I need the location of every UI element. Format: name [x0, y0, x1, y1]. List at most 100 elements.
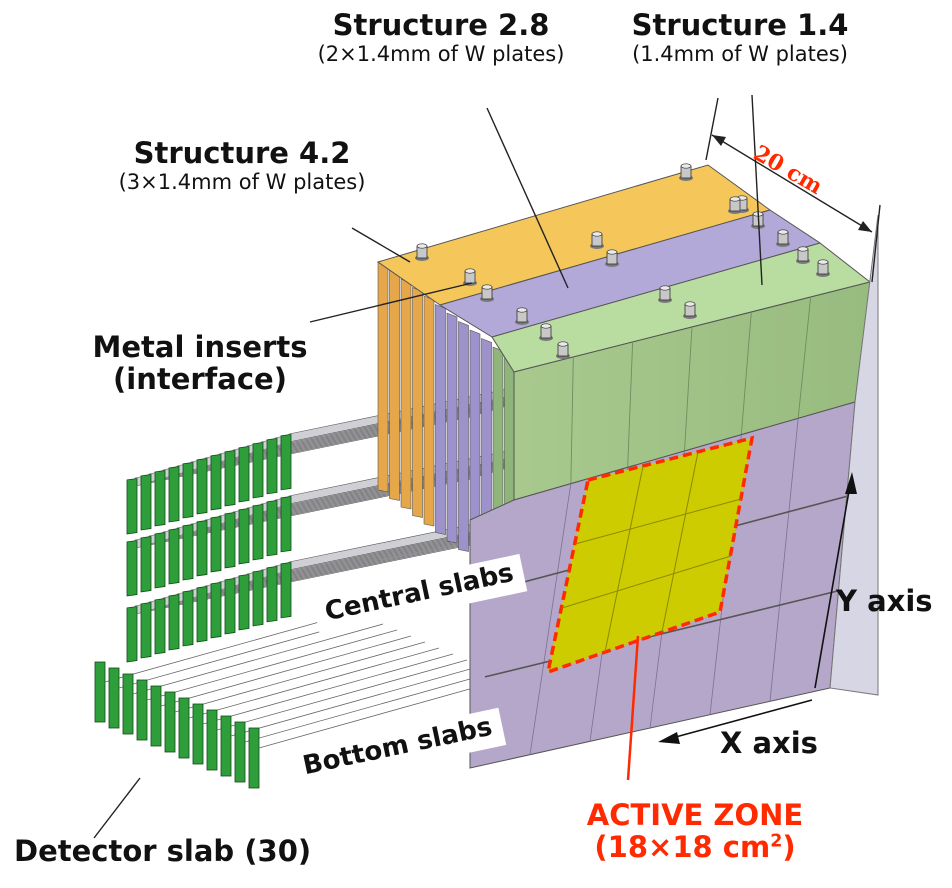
pcb-green	[108, 667, 120, 729]
metal-inserts-line2: (interface)	[113, 361, 287, 396]
pcb-green	[234, 721, 246, 783]
pcb-green	[280, 495, 292, 553]
metal-inserts-label: Metal inserts (interface)	[80, 330, 320, 396]
grid-line	[797, 296, 812, 419]
bolt-top	[606, 249, 618, 255]
pcb-green	[266, 565, 278, 623]
slab-edge	[202, 653, 454, 725]
side-plate	[458, 321, 469, 552]
side-plate	[446, 312, 458, 544]
active-zone	[545, 435, 755, 675]
slab-edge	[216, 659, 468, 731]
bolt-top	[777, 229, 789, 235]
pcb-green	[140, 602, 152, 659]
pcb-green	[164, 691, 176, 753]
pcb-green	[168, 594, 180, 651]
pcb-green	[238, 446, 250, 503]
bolt-top	[516, 307, 528, 313]
grid-line	[769, 418, 799, 702]
pcb-green	[178, 697, 190, 759]
pcb-green	[154, 470, 166, 527]
structure-4-2-subtitle: (3×1.4mm of W plates)	[118, 169, 366, 194]
pcb-green	[136, 679, 148, 741]
pcb-green	[154, 598, 166, 655]
pcb-green	[196, 586, 208, 643]
pcb-green	[196, 520, 208, 577]
side-plate	[377, 261, 389, 493]
y-axis-label: Y axis	[836, 584, 933, 618]
pcb-green	[192, 703, 204, 765]
side-plate	[389, 270, 400, 501]
slab-edge	[132, 623, 384, 695]
pcb-green	[126, 478, 138, 535]
side-plate	[435, 304, 446, 535]
pcb-green	[252, 570, 264, 627]
front-upper-grid	[570, 296, 812, 484]
leader-lines	[93, 94, 763, 839]
pcb-green	[238, 574, 250, 631]
pcb-green	[280, 561, 292, 619]
metal-inserts	[415, 163, 830, 359]
grid-line	[529, 483, 572, 755]
pcb-green	[206, 709, 218, 771]
pcb-green	[126, 540, 138, 597]
structure-1-4-subtitle: (1.4mm of W plates)	[632, 41, 848, 66]
pcb-green	[168, 528, 180, 585]
side-plate	[400, 278, 412, 510]
bolt-top	[481, 284, 493, 290]
active-zone-label: ACTIVE ZONE (18×18 cm2)	[560, 799, 830, 864]
bolt-top	[797, 246, 809, 252]
structure-2-8-subtitle: (2×1.4mm of W plates)	[317, 41, 565, 66]
pcb-green	[126, 606, 138, 663]
slab-edge	[146, 629, 398, 701]
pcb-green	[280, 433, 292, 491]
grid-line	[570, 356, 574, 484]
pcb-green	[154, 532, 166, 589]
grid-line	[627, 341, 634, 468]
side-plate	[412, 287, 423, 518]
slab-edge	[258, 677, 510, 749]
x-axis-label: X axis	[720, 726, 818, 760]
pcb-green	[94, 661, 106, 723]
pcb-green	[238, 508, 250, 565]
pcb-green	[140, 536, 152, 593]
pcb-green	[182, 524, 194, 581]
structure-1-4-title: Structure 1.4	[631, 8, 849, 42]
pcb-green	[140, 474, 152, 531]
pcb-green	[168, 466, 180, 523]
slab-edge	[160, 635, 412, 707]
pcb-green	[122, 673, 134, 735]
slab-edge	[104, 611, 356, 683]
metal-inserts-line1: Metal inserts	[92, 330, 308, 364]
pcb-green	[150, 685, 162, 747]
pcb-green	[224, 450, 236, 507]
pcb-green	[220, 715, 232, 777]
bolt-top	[729, 196, 741, 202]
active-zone-grid	[561, 451, 742, 653]
structure-4-2-label: Structure 4.2 (3×1.4mm of W plates)	[92, 136, 392, 194]
pcb-green	[266, 437, 278, 495]
pcb-green	[266, 499, 278, 557]
active-zone-size: (18×18 cm2)	[594, 829, 796, 864]
bolt-top	[817, 259, 829, 265]
dimension-20cm	[705, 97, 881, 283]
bolt-top	[680, 163, 692, 169]
slab-edge	[230, 665, 482, 737]
pcb-green	[252, 504, 264, 561]
slab-edge	[244, 671, 496, 743]
slab-edge	[174, 641, 426, 713]
slab-edge	[188, 647, 440, 719]
bolt-top	[416, 243, 428, 249]
pcb-green	[196, 458, 208, 515]
pcb-green	[224, 578, 236, 635]
right-edge	[829, 214, 879, 696]
structure-4-2-title: Structure 4.2	[133, 136, 351, 170]
structure-1-4-label: Structure 1.4 (1.4mm of W plates)	[600, 8, 880, 66]
structure-2-8-label: Structure 2.8 (2×1.4mm of W plates)	[296, 8, 586, 66]
bolt-top	[591, 231, 603, 237]
bolt-top	[540, 323, 552, 329]
side-plate	[423, 295, 435, 527]
pcb-green	[210, 454, 222, 511]
structure-2-8-title: Structure 2.8	[332, 8, 550, 42]
